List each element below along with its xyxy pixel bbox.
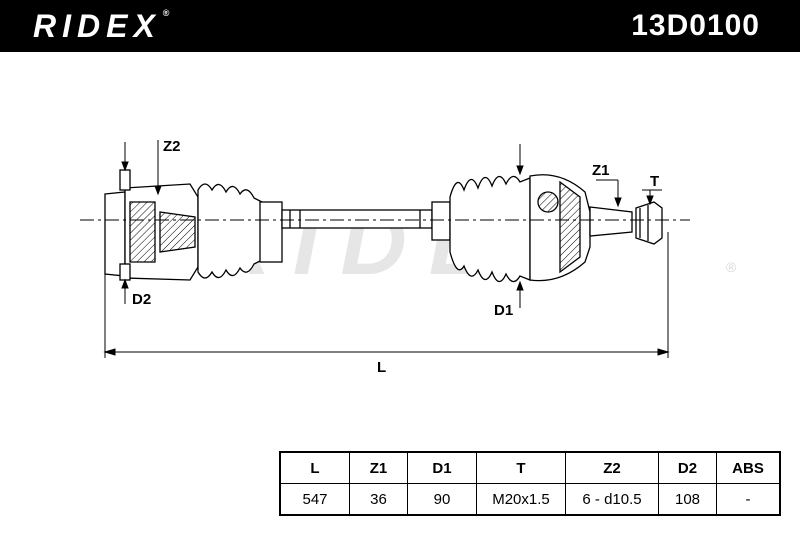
label-d2: D2 bbox=[132, 291, 151, 308]
value-d2: 108 bbox=[658, 483, 717, 516]
header-d2: D2 bbox=[658, 451, 717, 484]
drive-shaft-drawing: RIDEX ® bbox=[80, 138, 737, 376]
header-t: T bbox=[476, 451, 566, 484]
axle-nut bbox=[635, 201, 663, 245]
left-boot-clamp bbox=[259, 201, 283, 263]
value-d1: 90 bbox=[407, 483, 477, 516]
left-bolt-top bbox=[119, 169, 131, 191]
watermark-registered-mark: ® bbox=[726, 259, 737, 275]
value-z2: 6 - d10.5 bbox=[565, 483, 659, 516]
label-d1: D1 bbox=[494, 302, 513, 319]
value-l: 547 bbox=[279, 483, 350, 516]
header-bar: RIDEX® 13D0100 bbox=[0, 0, 800, 52]
label-z1: Z1 bbox=[592, 162, 610, 179]
left-boot bbox=[197, 183, 263, 279]
spec-table: L Z1 D1 T Z2 D2 ABS 547 36 90 M20x1.5 6 … bbox=[279, 451, 781, 516]
header-z2: Z2 bbox=[565, 451, 659, 484]
header-d1: D1 bbox=[407, 451, 477, 484]
stub-axle bbox=[589, 206, 633, 237]
right-boot bbox=[449, 175, 531, 283]
left-bolt-bottom bbox=[119, 263, 131, 281]
label-l: L bbox=[377, 359, 386, 376]
spec-table-header-row: L Z1 D1 T Z2 D2 ABS bbox=[279, 451, 781, 484]
header-z1: Z1 bbox=[349, 451, 408, 484]
right-boot-clamp bbox=[431, 201, 451, 241]
shaft bbox=[281, 209, 433, 229]
label-t: T bbox=[650, 173, 659, 190]
header-abs: ABS bbox=[716, 451, 781, 484]
brand-name: RIDEX bbox=[33, 8, 161, 44]
part-number: 13D0100 bbox=[631, 9, 760, 42]
brand-registered-mark: ® bbox=[162, 8, 170, 18]
brand-logo: RIDEX® bbox=[33, 8, 169, 45]
header-l: L bbox=[279, 451, 350, 484]
value-abs: - bbox=[716, 483, 781, 516]
label-z2: Z2 bbox=[163, 138, 181, 155]
value-t: M20x1.5 bbox=[476, 483, 566, 516]
spec-table-value-row: 547 36 90 M20x1.5 6 - d10.5 108 - bbox=[279, 483, 781, 516]
value-z1: 36 bbox=[349, 483, 408, 516]
